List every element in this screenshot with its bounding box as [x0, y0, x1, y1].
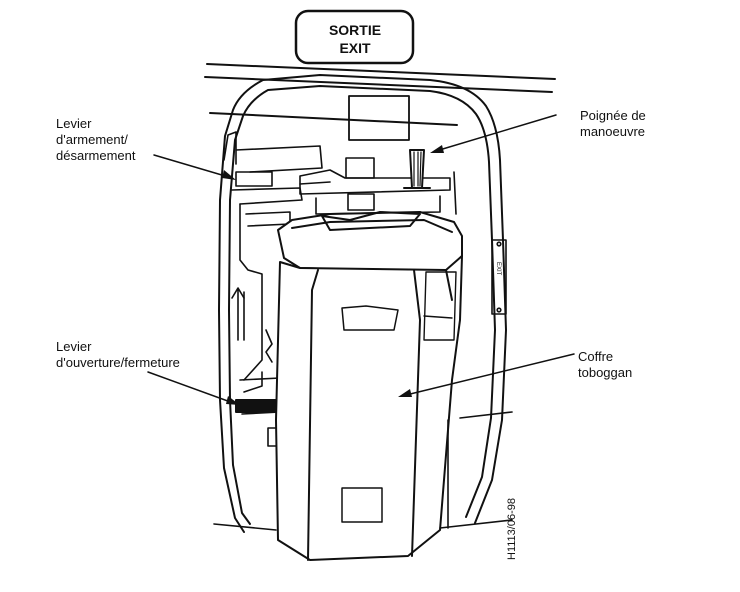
- right-door-edge: [213, 411, 513, 531]
- label-slide-pack: Coffre toboggan: [578, 349, 632, 381]
- reference-code: H1113/06-98: [506, 498, 518, 560]
- label-slide-pack-line2: toboggan: [578, 365, 633, 380]
- label-arming-lever: Levier d'armement/ désarmement: [56, 116, 135, 164]
- label-open-close-lever: Levier d'ouverture/fermeture: [56, 339, 180, 371]
- sign-line-2: EXIT: [339, 40, 371, 56]
- label-open-close-lever-line1: Levier: [56, 339, 92, 354]
- label-arming-lever-line1: Levier: [56, 116, 92, 131]
- exit-sign: [294, 9, 415, 65]
- operating-handle: [403, 149, 431, 189]
- label-operating-handle-line1: Poignée de: [580, 108, 646, 123]
- label-arming-lever-line2: d'armement/: [56, 132, 128, 147]
- exit-strip-text: EXIT: [495, 262, 501, 276]
- ceiling-lines: [204, 63, 556, 126]
- label-operating-handle-line2: manoeuvre: [580, 124, 646, 139]
- left-rod-arrow: [231, 287, 273, 363]
- label-slide-pack-line1: Coffre: [578, 349, 614, 364]
- label-arming-lever-line3: désarmement: [56, 148, 136, 163]
- door-window: [348, 95, 410, 141]
- leader-lines: [147, 114, 575, 405]
- open-close-lever-bar: [235, 399, 283, 413]
- exit-strip: [491, 239, 507, 315]
- label-operating-handle: Poignée de manoeuvre: [580, 108, 646, 140]
- door-frame: [218, 74, 507, 533]
- label-open-close-lever-line2: d'ouverture/fermeture: [56, 355, 180, 370]
- sign-line-1: SORTIE: [329, 22, 381, 38]
- arrowheads: [222, 145, 444, 405]
- slide-pack: [275, 211, 463, 561]
